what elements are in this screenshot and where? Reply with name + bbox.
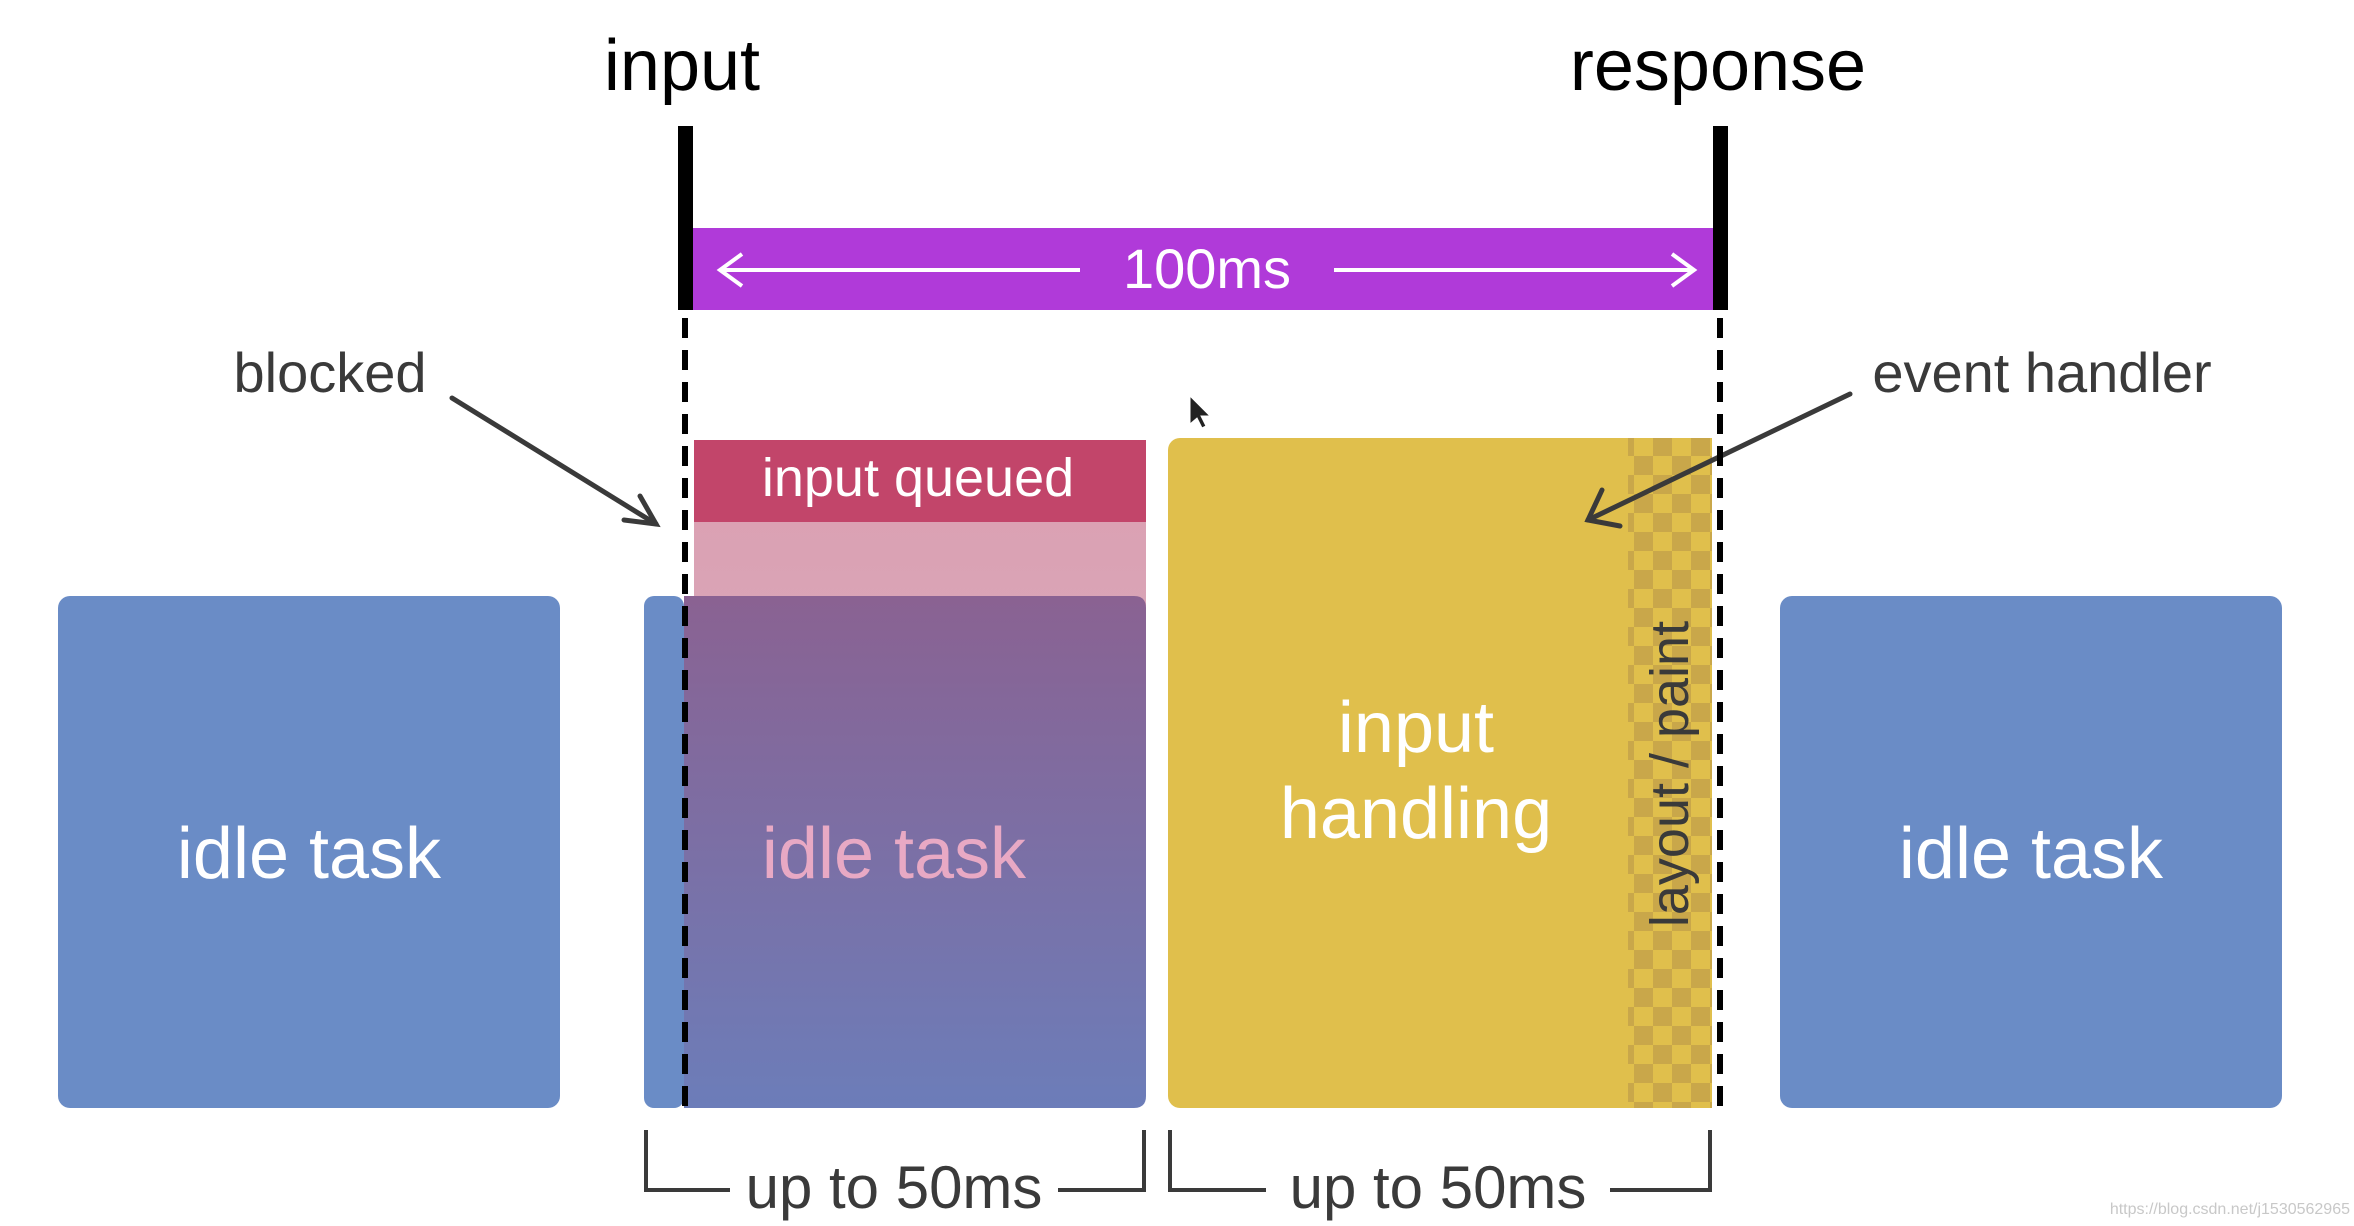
idle-task-label-2: idle task: [762, 814, 1027, 894]
input-marker-bar: [678, 126, 693, 310]
input-handling-label-line2: handling: [1280, 774, 1552, 854]
idle-task-block-3: [1780, 596, 2282, 1108]
duration-arrow-right: [1334, 252, 1698, 288]
event-handler-label: event handler: [1872, 341, 2211, 404]
layout-paint-label: layout / paint: [1640, 621, 1700, 927]
input-queued-block: [694, 440, 1146, 522]
duration-arrow-left: [716, 252, 1080, 288]
duration-label: 100ms: [1123, 237, 1291, 300]
span-label-left: up to 50ms: [746, 1154, 1043, 1221]
watermark: https://blog.csdn.net/j1530562965: [2110, 1201, 2350, 1218]
input-queued-label: input queued: [762, 448, 1074, 508]
blocked-label: blocked: [233, 341, 426, 404]
idle-task-label-3: idle task: [1899, 814, 2164, 894]
input-handling-label-line1: input: [1338, 688, 1494, 768]
input-queued-fade: [694, 520, 1146, 610]
span-bracket-left: [644, 1130, 1146, 1192]
idle-task-label-1: idle task: [177, 814, 442, 894]
span-label-right: up to 50ms: [1290, 1154, 1587, 1221]
idle-task-block-2-edge: [644, 596, 684, 1108]
response-marker-bar: [1713, 126, 1728, 310]
response-marker-label: response: [1570, 26, 1866, 106]
input-marker-label: input: [604, 26, 760, 106]
layout-paint-block: [1628, 438, 1712, 1108]
span-bracket-right: [1168, 1130, 1712, 1192]
idle-task-block-1: [58, 596, 560, 1108]
cursor-icon: [1189, 394, 1212, 429]
blocked-arrow-icon: [449, 395, 661, 528]
input-handling-block: [1168, 438, 1712, 1108]
idle-task-block-2: [684, 596, 1146, 1108]
